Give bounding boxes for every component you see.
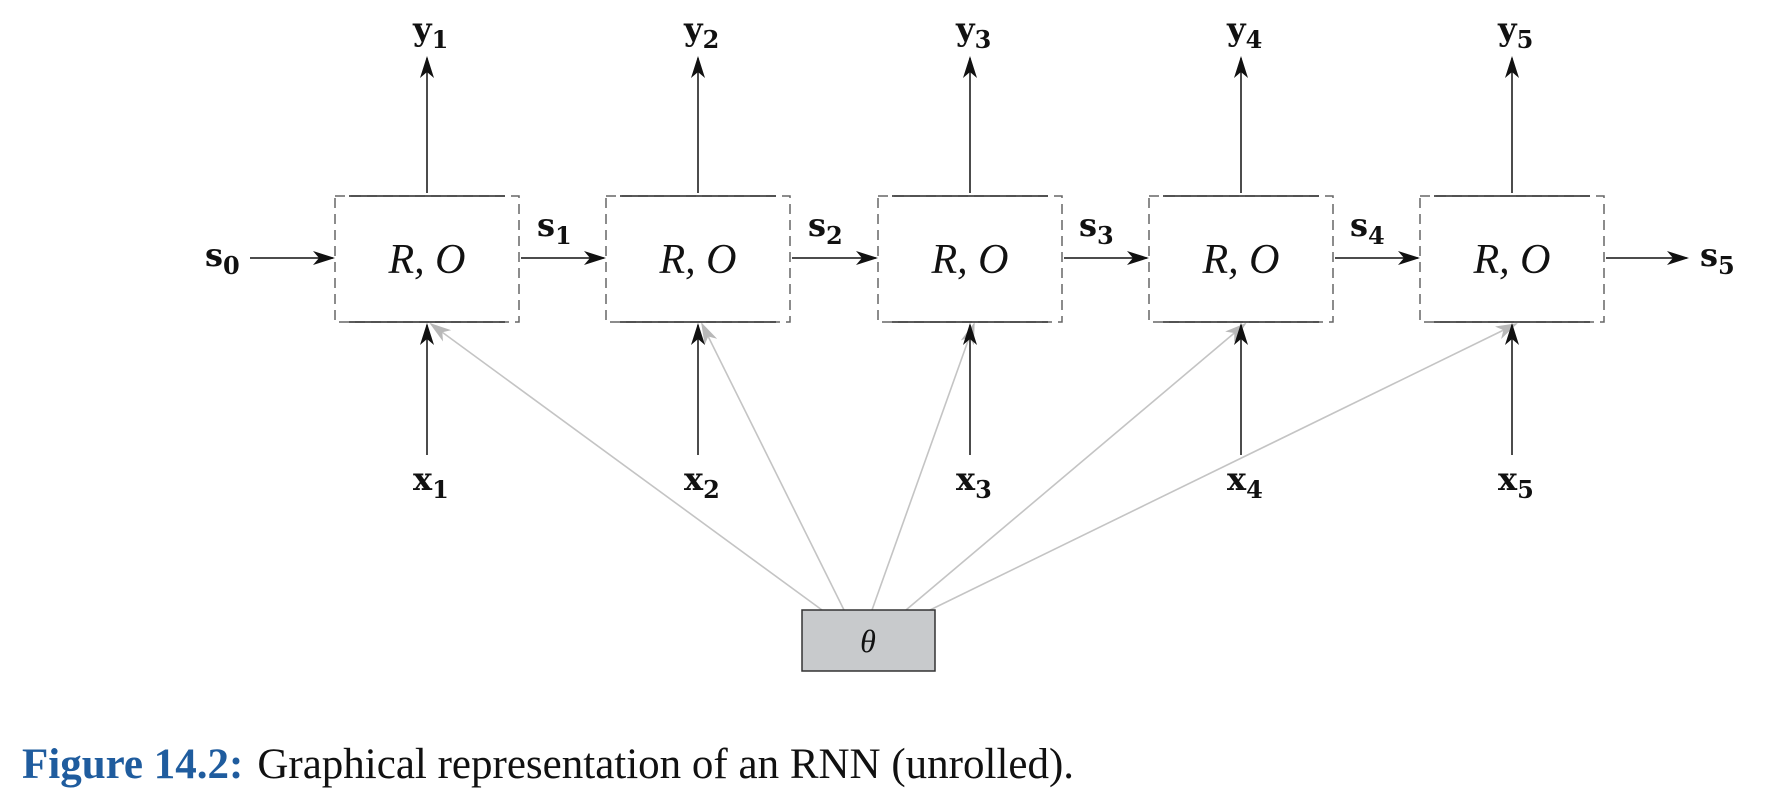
output-label-y5: y5 [1497, 10, 1533, 54]
input-label-x5: x5 [1498, 460, 1534, 504]
flow-arrows [250, 56, 1689, 455]
input-label-x1: x1 [413, 460, 449, 504]
rnn-cell-1: R, O [334, 195, 520, 323]
parameter-arrows [429, 322, 1518, 611]
cell-label: R, O [931, 237, 1009, 283]
theta-box [801, 609, 936, 672]
rnn-cell-3: R, O [877, 195, 1063, 323]
cell-label: R, O [1473, 237, 1551, 283]
theta-to-cell-2-arrow [701, 322, 845, 611]
node-labels: y1 x1 y2 x2 y3 x3 y4 x4 y5 x5 s0 s1 s2 s3 s4 s5 [205, 10, 1735, 504]
rnn-cells: R, O R, O R, O R, O R, O [334, 195, 1605, 323]
rnn-unrolled-diagram: R, O R, O R, O R, O R, O y1 x1 y2 x2 y3 x3 y4 x4 y5 x… [205, 10, 1735, 672]
input-label-x2: x2 [684, 460, 720, 504]
theta-to-cell-4-arrow [905, 322, 1247, 611]
theta-to-cell-3-arrow [871, 322, 975, 611]
output-label-y2: y2 [683, 10, 719, 54]
cell-label: R, O [659, 237, 737, 283]
cell-label: R, O [1202, 237, 1280, 283]
figure-caption: Figure 14.2: Graphical representation of … [22, 740, 1074, 789]
state-label-s3: s3 [1079, 206, 1114, 250]
theta-to-cell-1-arrow [429, 322, 823, 611]
output-label-y4: y4 [1226, 10, 1262, 54]
figure-number: Figure 14.2: [22, 741, 244, 788]
state-label-s1: s1 [537, 206, 572, 250]
output-label-y1: y1 [412, 10, 448, 54]
rnn-cell-2: R, O [605, 195, 791, 323]
theta-to-cell-5-arrow [929, 323, 1518, 611]
rnn-cell-4: R, O [1148, 195, 1334, 323]
theta-label: θ [860, 623, 876, 659]
input-label-x4: x4 [1227, 460, 1263, 504]
state-label-s5: s5 [1700, 236, 1735, 280]
theta-node: θ [801, 609, 936, 672]
rnn-cell-5: R, O [1419, 195, 1605, 323]
state-label-s4: s4 [1350, 206, 1385, 250]
output-label-y3: y3 [955, 10, 991, 54]
state-label-s2: s2 [808, 206, 843, 250]
cell-label: R, O [388, 237, 466, 283]
figure-description: Graphical representation of an RNN (unro… [257, 741, 1075, 788]
input-label-x3: x3 [956, 460, 992, 504]
state-label-s0: s0 [205, 236, 240, 280]
